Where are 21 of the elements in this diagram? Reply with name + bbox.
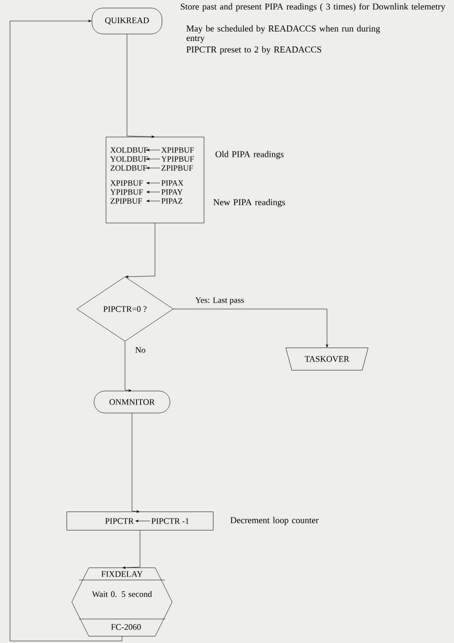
arrow <box>132 413 140 513</box>
note-text: New PIPA readings <box>213 198 286 208</box>
delay-hexagon: FIXDELAY Wait 0. 5 second FC-2060 <box>72 568 172 636</box>
process-box: XOLDBUF XPIPBUF YOLDBUF YPIPBUF ZOLDBUF ZPIPBUF XPIPBUF PIPAX YPIPBUF PIPAY ZPIPBUF PIPAZ <box>106 136 204 224</box>
arrow <box>10 20 122 642</box>
arrow <box>125 223 156 278</box>
note-text: PIPCTR preset to 2 by READACCS <box>186 46 322 54</box>
note-text: Store past and present PIPA readings ( 3 times) for Downlink telemetry <box>180 3 446 12</box>
terminal-box: QUIKREAD <box>92 8 162 34</box>
edge-label: Yes: Last pass <box>195 297 244 305</box>
exit-box: TASKOVER <box>286 348 368 370</box>
arrow <box>124 341 132 392</box>
note-text: Decrement loop counter <box>230 516 319 526</box>
process-box: PIPCTR PIPCTR -1 <box>66 512 214 530</box>
note-text: Old PIPA readings <box>216 150 284 160</box>
terminal-box: ONMNITOR <box>94 390 170 414</box>
arrow <box>126 34 155 138</box>
arrow <box>173 308 328 348</box>
note-text: May be scheduled by READACCS when run during entry <box>186 25 380 43</box>
edge-label: No <box>135 347 146 353</box>
arrow <box>122 530 140 569</box>
